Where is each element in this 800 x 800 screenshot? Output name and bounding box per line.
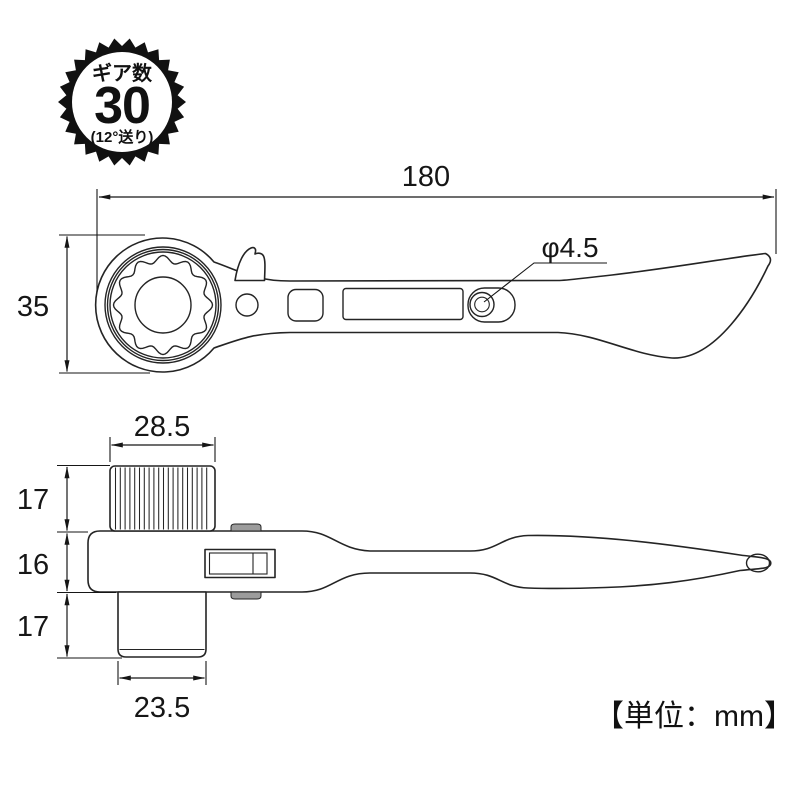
hole-boss-outline: [467, 287, 516, 323]
unit-note: 【単位：mm】: [594, 700, 794, 733]
badge-gear-label: ギア数: [92, 61, 153, 85]
dim-knob-height-label: 17: [17, 484, 49, 516]
knurled-knob: [109, 465, 216, 532]
slide-switch: [204, 548, 276, 579]
wrench-top-outline: [94, 237, 772, 373]
handle-tip-oval: [745, 553, 771, 573]
twelve-point-socket-profile: [112, 254, 214, 356]
dimension-stack-heights: 17 16 17: [17, 464, 122, 659]
side-view-drawing: 28.5 17 16 17 23.5: [17, 411, 772, 724]
badge-inner-circle: [72, 52, 172, 152]
dimension-knob-width: 28.5: [109, 411, 216, 462]
dimension-length-180: 180: [96, 161, 777, 292]
gear-count-badge: ギア数 30 (12°送り): [58, 38, 186, 166]
knurl-texture: [114, 467, 208, 530]
ring-circle-outer: [104, 246, 222, 364]
hanging-hole-inner: [474, 296, 490, 313]
square-slot: [287, 288, 324, 322]
selector-tab-bottom: [230, 591, 262, 600]
dim-socket-width-label: 23.5: [134, 692, 190, 724]
lower-socket-outline: [117, 591, 207, 658]
dim-hole-diameter-label: φ4.5: [541, 232, 598, 263]
ring-circle-inner: [109, 251, 217, 359]
dim-knob-width-label: 28.5: [134, 411, 190, 443]
hanging-hole-outer: [469, 291, 495, 318]
selector-tab-top: [230, 523, 262, 532]
dim-body-height-label: 16: [17, 549, 49, 581]
badge-feed-label: (12°送り): [91, 128, 154, 146]
wrench-side-outline: [87, 530, 772, 593]
pivot-hole: [235, 293, 259, 317]
selector-lever-top: [234, 246, 266, 282]
badge-gear-value: 30: [94, 77, 150, 135]
long-slot: [342, 287, 464, 321]
dimension-head-height-35: 35: [17, 234, 150, 374]
dim-socket-height-label: 17: [17, 611, 49, 643]
through-hole-circle: [134, 276, 192, 334]
top-view-drawing: 180 35 φ4.5: [17, 161, 777, 374]
dimension-hole-diameter: φ4.5: [483, 232, 607, 303]
dim-length-label: 180: [402, 161, 450, 193]
dimension-socket-width: 23.5: [117, 661, 207, 724]
dim-head-height-label: 35: [17, 291, 49, 323]
ring-circle-mid: [106, 248, 220, 362]
